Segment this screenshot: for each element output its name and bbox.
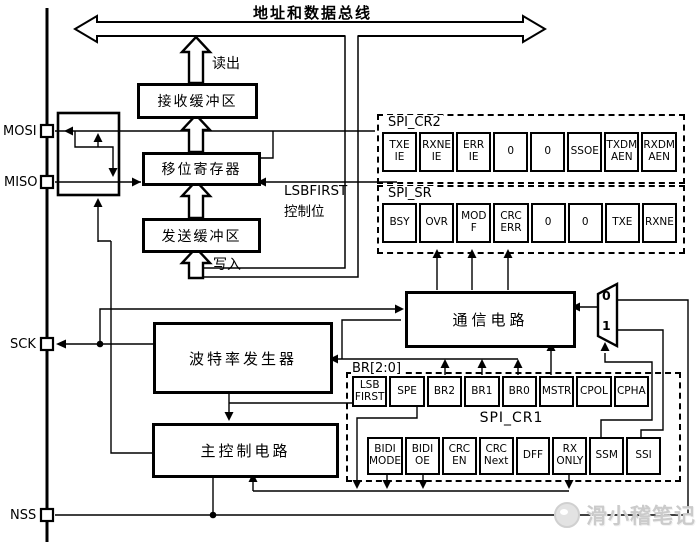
mux-input-1-label: 1 xyxy=(602,318,611,333)
watermark-logo-icon xyxy=(554,502,580,528)
register-bit: MSTR xyxy=(538,376,575,407)
rx-buffer-block: 接收缓冲区 xyxy=(137,83,258,119)
register-bit: BSY xyxy=(382,203,418,243)
spi-cr2-label: SPI_CR2 xyxy=(386,115,443,130)
shift-register-block: 移位寄存器 xyxy=(142,152,261,186)
lsbfirst-to-master-wire xyxy=(229,402,358,407)
tx-to-shift-arrow xyxy=(179,179,213,220)
register-bit: BR0 xyxy=(501,376,537,407)
spi-cr1-label: SPI_CR1 xyxy=(479,410,544,426)
pin-logic-cross-wire xyxy=(74,131,114,173)
nss-pin-pad xyxy=(39,507,55,523)
register-bit: ERR IE xyxy=(456,132,492,172)
register-bit: LSB FIRST xyxy=(352,376,388,407)
comm-circuit-block: 通信电路 xyxy=(405,291,576,348)
write-arrow xyxy=(179,246,213,280)
register-bit: 0 xyxy=(530,203,566,243)
mosi-pin-pad xyxy=(39,123,55,139)
register-bit: SPE xyxy=(389,376,425,407)
sck-to-comm-wire xyxy=(99,308,401,344)
br-bits-label: BR[2:0] xyxy=(351,361,403,376)
register-bit: CRC ERR xyxy=(493,203,529,243)
register-bit: 0 xyxy=(567,203,603,243)
mux-input-0-label: 0 xyxy=(602,288,611,303)
register-bit: RX ONLY xyxy=(552,437,588,475)
register-bit: 0 xyxy=(530,132,566,172)
register-bit: RXNE xyxy=(641,203,677,243)
baud-rate-generator-block: 波特率发生器 xyxy=(153,322,333,394)
spe-down-wire xyxy=(356,407,418,482)
lsbfirst-label: LSBFIRST xyxy=(284,183,348,199)
ssm-to-mux-select-wire xyxy=(600,353,653,437)
bus-gap xyxy=(345,34,358,39)
lsbfirst-control-bit-label: 控制位 xyxy=(284,204,325,220)
sck-junction-dot xyxy=(96,340,104,348)
pin-logic-box xyxy=(56,111,121,197)
register-bit: OVR xyxy=(419,203,455,243)
register-bit: CRC Next xyxy=(478,437,514,475)
mosi-pin-label: MOSI xyxy=(3,124,37,139)
register-bit: SSI xyxy=(626,437,661,475)
nss-junction-dot xyxy=(209,511,217,519)
spi-cr1-register-box xyxy=(346,372,681,482)
miso-pin-label: MISO xyxy=(4,175,38,190)
tx-buffer-block: 发送缓冲区 xyxy=(142,218,261,253)
baud-to-comm-wire xyxy=(341,319,401,359)
ssi-to-mux1-wire xyxy=(618,329,664,437)
register-bit: TXE xyxy=(604,203,640,243)
watermark: 滑小稽笔记 xyxy=(554,500,696,530)
master-control-block: 主控制电路 xyxy=(152,423,339,478)
register-bit: TXDM AEN xyxy=(604,132,640,172)
nss-pin-label: NSS xyxy=(10,508,37,523)
sck-pin-pad xyxy=(39,336,55,352)
register-bit: BIDI OE xyxy=(405,437,440,475)
arrowheads xyxy=(56,126,610,489)
register-bit: SSOE xyxy=(567,132,603,172)
nss-to-mux0-wire xyxy=(618,299,689,515)
register-bit: BR1 xyxy=(464,376,500,407)
register-bit: MOD F xyxy=(456,203,492,243)
register-bit: RXDM AEN xyxy=(641,132,677,172)
nss-mux xyxy=(596,282,619,348)
read-label: 读出 xyxy=(212,56,240,72)
write-pipe-outer xyxy=(203,36,359,278)
register-bit: BR2 xyxy=(426,376,463,407)
read-arrow xyxy=(179,35,213,85)
spi-sr-register-box xyxy=(377,185,685,254)
register-bit: BIDI MODE xyxy=(367,437,404,475)
register-bit: CPOL xyxy=(576,376,612,407)
register-bit: CRC EN xyxy=(441,437,477,475)
data-flow-arrows xyxy=(179,35,213,280)
spi-sr-label: SPI_SR xyxy=(386,186,434,201)
address-data-bus-arrow xyxy=(73,14,547,44)
miso-pin-pad xyxy=(39,174,55,190)
bus-title: 地址和数据总线 xyxy=(253,4,373,22)
sck-pin-label: SCK xyxy=(10,337,36,352)
register-bit: CPHA xyxy=(613,376,649,407)
shift-to-rx-arrow xyxy=(179,113,213,154)
register-bit: RXNE IE xyxy=(419,132,455,172)
register-bit: SSM xyxy=(589,437,625,475)
register-bit: 0 xyxy=(493,132,529,172)
write-pipe-inner xyxy=(203,36,346,269)
mosi-feedback-wire xyxy=(255,131,274,159)
register-bit: TXE IE xyxy=(382,132,418,172)
watermark-text: 滑小稽笔记 xyxy=(586,504,696,528)
spi-cr2-register-box xyxy=(377,114,685,184)
comm-to-sr-wires xyxy=(436,253,509,290)
pin-to-master-wire xyxy=(98,240,152,454)
pin-pads xyxy=(39,123,55,523)
register-bit: DFF xyxy=(515,437,551,475)
write-label: 写入 xyxy=(213,257,241,273)
